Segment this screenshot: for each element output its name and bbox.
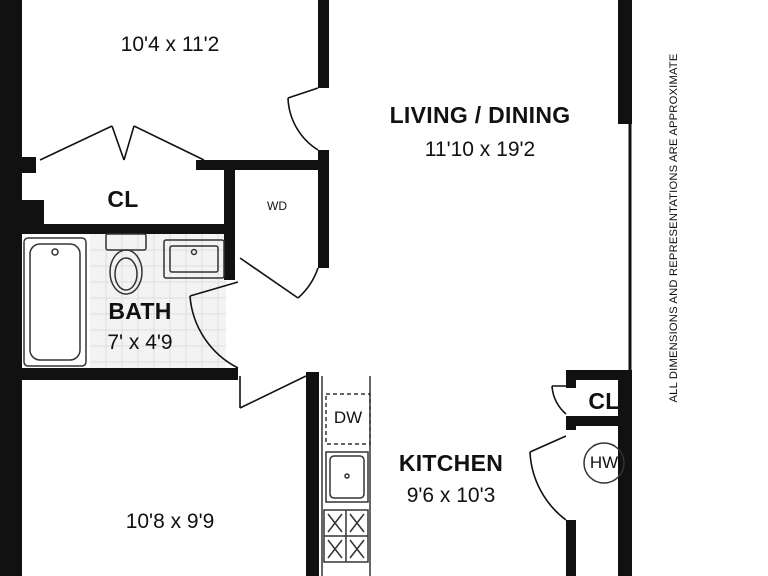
bedroom-top-dims: 10'4 x 11'2	[120, 33, 220, 56]
dishwasher	[325, 393, 371, 445]
bath-sink	[163, 239, 225, 279]
kitchen-name: KITCHEN	[398, 450, 504, 476]
living-dining-dims: 11'10 x 19'2	[424, 138, 536, 161]
hot-water-heater	[583, 442, 625, 484]
bath-tile-floor	[90, 234, 226, 368]
living-dining-name: LIVING / DINING	[389, 102, 571, 128]
kitchen-sink	[325, 451, 369, 503]
door-living	[287, 87, 319, 151]
bedroom-bottom-dims: 10'8 x 9'9	[125, 510, 215, 533]
fixtures	[23, 233, 625, 576]
disclaimer-text: ALL DIMENSIONS AND REPRESENTATIONS ARE A…	[668, 53, 680, 403]
closet-kitchen-label: CL	[588, 388, 620, 414]
hot-water-label: HW	[589, 453, 619, 472]
kitchen-dims: 9'6 x 10'3	[406, 484, 496, 507]
washer-dryer-label: WD	[267, 199, 287, 213]
dishwasher-label: DW	[333, 408, 363, 427]
doors	[39, 87, 567, 521]
bath-dims: 7' x 4'9	[107, 331, 173, 354]
closet-hall-label: CL	[107, 186, 139, 212]
bath-name: BATH	[108, 298, 172, 324]
bathtub	[23, 237, 87, 367]
walls	[0, 0, 632, 576]
